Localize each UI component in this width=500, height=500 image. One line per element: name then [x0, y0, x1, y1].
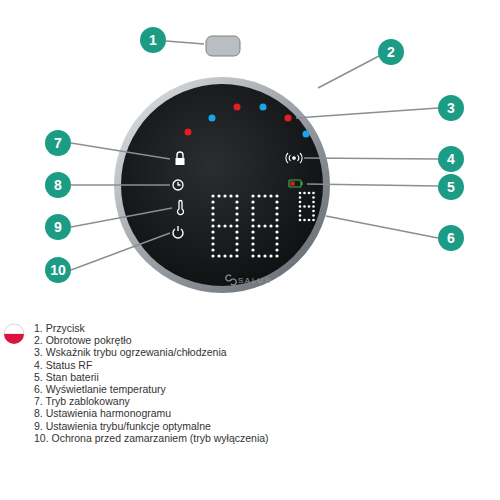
clock-icon	[173, 180, 183, 190]
callout-number: 10	[45, 257, 71, 283]
temperature-digits	[211, 192, 314, 258]
legend-item: 4. Status RF	[34, 359, 92, 371]
callout-text: 2	[387, 45, 395, 59]
legend-item: 3. Wskaźnik trybu ogrzewania/chłodzenia	[34, 346, 227, 358]
legend-item: 1. Przycisk	[34, 322, 85, 334]
callout-number: 1	[140, 27, 166, 53]
legend-item: 9. Ustawienia trybu/funkcje optymalne	[34, 420, 211, 432]
battery-icon	[289, 180, 303, 187]
callout-text: 10	[50, 263, 66, 277]
thermometer-icon	[178, 201, 184, 215]
button	[206, 36, 240, 56]
legend-item: 5. Stan baterii	[34, 371, 99, 383]
rf-icon	[286, 153, 302, 163]
callout-number: 5	[438, 174, 464, 200]
callout-text: 4	[447, 152, 455, 166]
callout-number: 8	[45, 172, 71, 198]
legend-item: 6. Wyświetlanie temperatury	[34, 383, 166, 395]
callout-text: 7	[54, 136, 62, 150]
legend-item: 8. Ustawienia harmonogramu	[34, 407, 171, 419]
callout-number: 9	[45, 214, 71, 240]
logo-mark	[226, 275, 236, 285]
callout-number: 7	[45, 130, 71, 156]
polish-flag	[4, 324, 24, 344]
callout-text: 1	[149, 33, 157, 47]
legend-item: 7. Tryb zablokowany	[34, 395, 130, 407]
leader-lines	[71, 41, 438, 270]
callout-number: 4	[438, 146, 464, 172]
callout-number: 3	[438, 95, 464, 121]
callout-text: 3	[447, 101, 455, 115]
mode-indicator	[185, 104, 310, 138]
callout-text: 5	[447, 180, 455, 194]
callout-text: 8	[54, 178, 62, 192]
legend-item: 2. Obrotowe pokrętło	[34, 334, 131, 346]
callout-text: 9	[54, 220, 62, 234]
callout-number: 6	[438, 225, 464, 251]
legend-item: 10. Ochrona przed zamarzaniem (tryb wyłą…	[34, 432, 269, 444]
callout-number: 2	[378, 39, 404, 65]
lock-icon	[176, 152, 185, 165]
callout-text: 6	[447, 231, 455, 245]
brand-logo: SALUS	[238, 276, 272, 285]
power-icon	[173, 226, 183, 238]
